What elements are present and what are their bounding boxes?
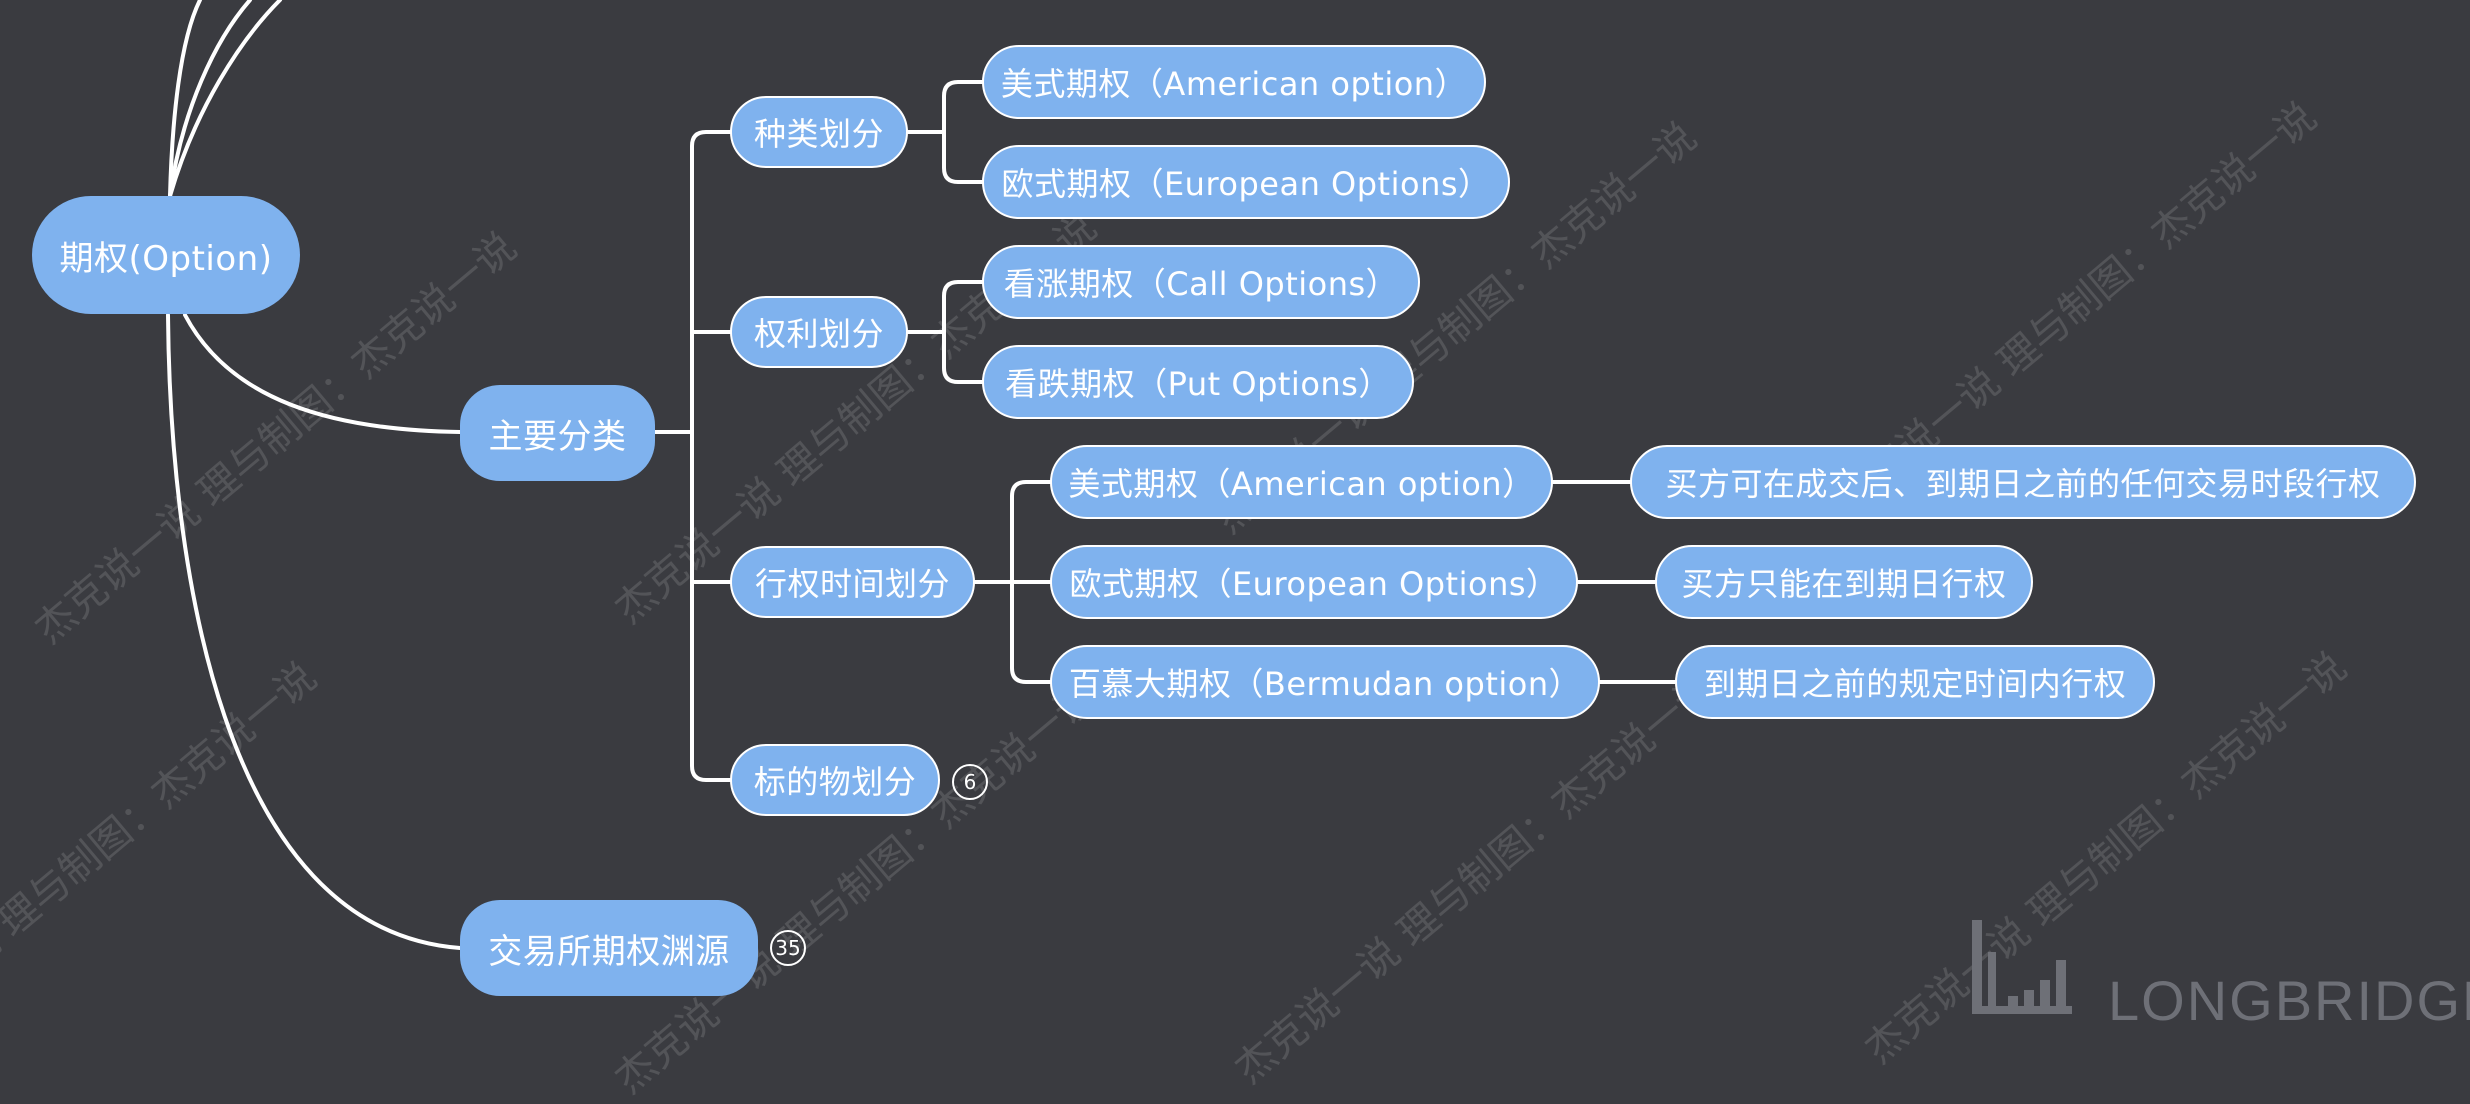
bar-chart-logo-icon	[1972, 920, 2072, 1014]
category-rights-node[interactable]: 权利划分	[730, 296, 908, 368]
category-underlying-node[interactable]: 标的物划分	[730, 744, 940, 816]
root-node[interactable]: 期权(Option)	[32, 196, 300, 314]
collapsed-count-badge[interactable]: 35	[770, 930, 806, 966]
type-bracket	[942, 80, 984, 184]
exercise-detail-node[interactable]: 买方可在成交后、到期日之前的任何交易时段行权	[1630, 445, 2416, 519]
exercise-child-node[interactable]: 美式期权（American option）	[1050, 445, 1553, 519]
root-link-up-1	[168, 0, 202, 198]
connector-lines	[166, 0, 1677, 950]
category-type-node[interactable]: 种类划分	[730, 96, 908, 168]
root-link-up-2	[168, 0, 252, 198]
rights-child-node[interactable]: 看跌期权（Put Options）	[982, 345, 1414, 419]
exercise-detail-node[interactable]: 买方只能在到期日行权	[1655, 545, 2033, 619]
exercise-child-node[interactable]: 百慕大期权（Bermudan option）	[1050, 645, 1600, 719]
exercise-child-node[interactable]: 欧式期权（European Options）	[1050, 545, 1578, 619]
type-child-node[interactable]: 欧式期权（European Options）	[982, 145, 1510, 219]
rights-bracket	[942, 280, 984, 384]
root-to-main-link	[183, 313, 462, 434]
type-child-node[interactable]: 美式期权（American option）	[982, 45, 1486, 119]
exercise-detail-node[interactable]: 到期日之前的规定时间内行权	[1675, 645, 2155, 719]
main-category-node[interactable]: 主要分类	[460, 385, 655, 481]
category-exercise-node[interactable]: 行权时间划分	[730, 546, 975, 618]
main-bracket	[690, 130, 732, 782]
exchange-origin-node[interactable]: 交易所期权渊源	[460, 900, 758, 996]
rights-child-node[interactable]: 看涨期权（Call Options）	[982, 245, 1420, 319]
root-to-exchange-link	[166, 313, 462, 950]
root-link-up-3	[168, 0, 282, 198]
logo-wordmark: LONGBRIDGE	[2108, 969, 2470, 1032]
collapsed-count-badge[interactable]: 6	[952, 764, 988, 800]
